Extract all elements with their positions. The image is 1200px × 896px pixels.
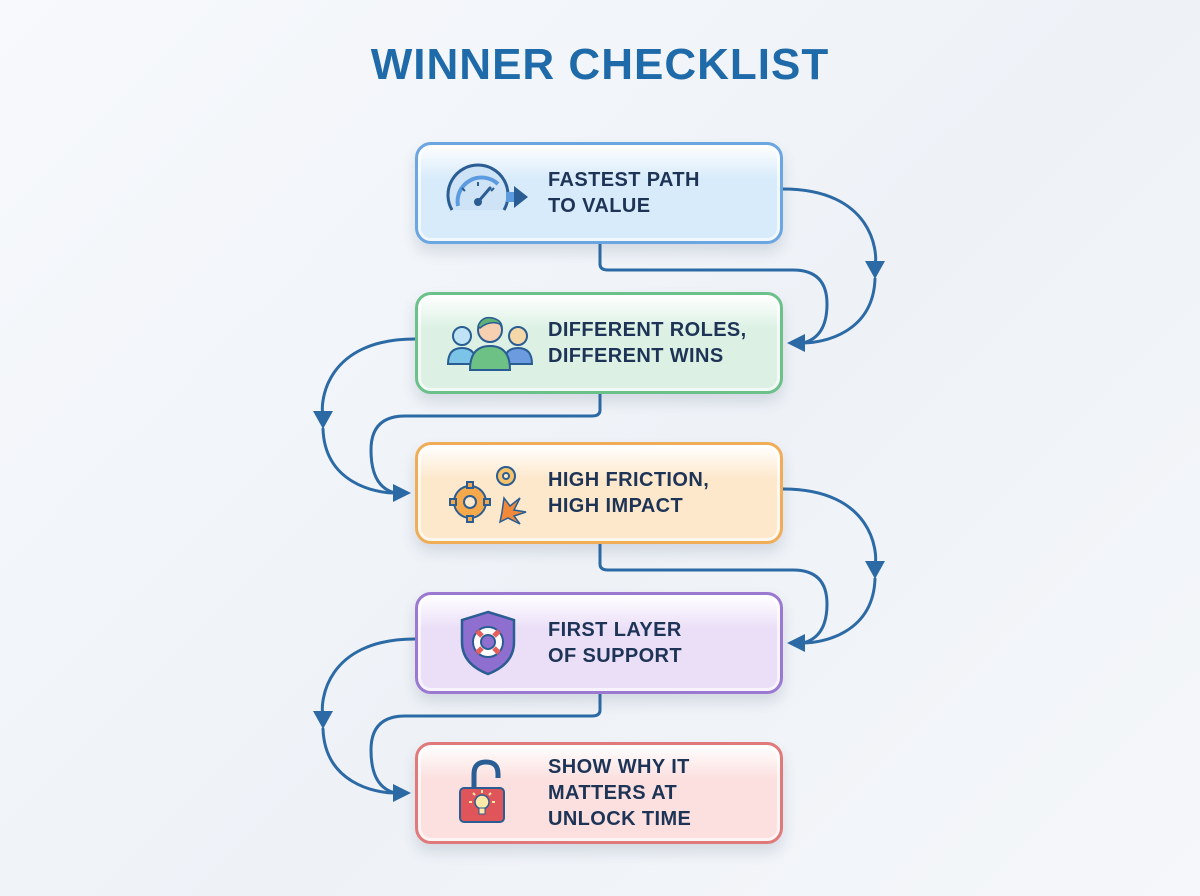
connector-arc bbox=[321, 427, 397, 495]
connector-arrowhead bbox=[313, 711, 333, 729]
connector-arrowhead bbox=[393, 784, 411, 802]
connector-arc bbox=[801, 577, 877, 645]
connector-arrowhead bbox=[787, 334, 805, 352]
checklist-card-show-why: SHOW WHY IT MATTERS AT UNLOCK TIME bbox=[415, 742, 783, 844]
people-group-icon bbox=[442, 308, 534, 378]
connector-arrowhead bbox=[865, 561, 885, 579]
connector-arc bbox=[781, 487, 878, 567]
shield-lifebuoy-icon bbox=[442, 608, 534, 678]
connector-arc bbox=[321, 727, 397, 795]
connector-arc bbox=[320, 337, 417, 417]
connector-arc bbox=[320, 637, 417, 717]
card-label: FASTEST PATH TO VALUE bbox=[548, 169, 700, 217]
card-label: HIGH FRICTION, HIGH IMPACT bbox=[548, 469, 710, 517]
checklist-card-high-friction: HIGH FRICTION, HIGH IMPACT bbox=[415, 442, 783, 544]
speedometer-arrow-icon bbox=[442, 158, 534, 228]
unlocked-padlock-bulb-icon bbox=[442, 758, 534, 828]
checklist-card-fastest-path: FASTEST PATH TO VALUE bbox=[415, 142, 783, 244]
connector-arrowhead bbox=[865, 261, 885, 279]
checklist-card-different-roles: DIFFERENT ROLES, DIFFERENT WINS bbox=[415, 292, 783, 394]
connector-arrowhead bbox=[393, 484, 411, 502]
card-label: DIFFERENT ROLES, DIFFERENT WINS bbox=[548, 319, 747, 367]
connector-arc bbox=[781, 187, 878, 267]
gears-spark-icon bbox=[442, 458, 534, 528]
card-label: SHOW WHY IT MATTERS AT UNLOCK TIME bbox=[548, 756, 692, 830]
card-label: FIRST LAYER OF SUPPORT bbox=[548, 619, 683, 667]
checklist-card-first-layer: FIRST LAYER OF SUPPORT bbox=[415, 592, 783, 694]
page-title: WINNER CHECKLIST bbox=[370, 40, 830, 89]
connector-arrowhead bbox=[787, 634, 805, 652]
connector-arc bbox=[801, 277, 877, 345]
connector-arrowhead bbox=[313, 411, 333, 429]
